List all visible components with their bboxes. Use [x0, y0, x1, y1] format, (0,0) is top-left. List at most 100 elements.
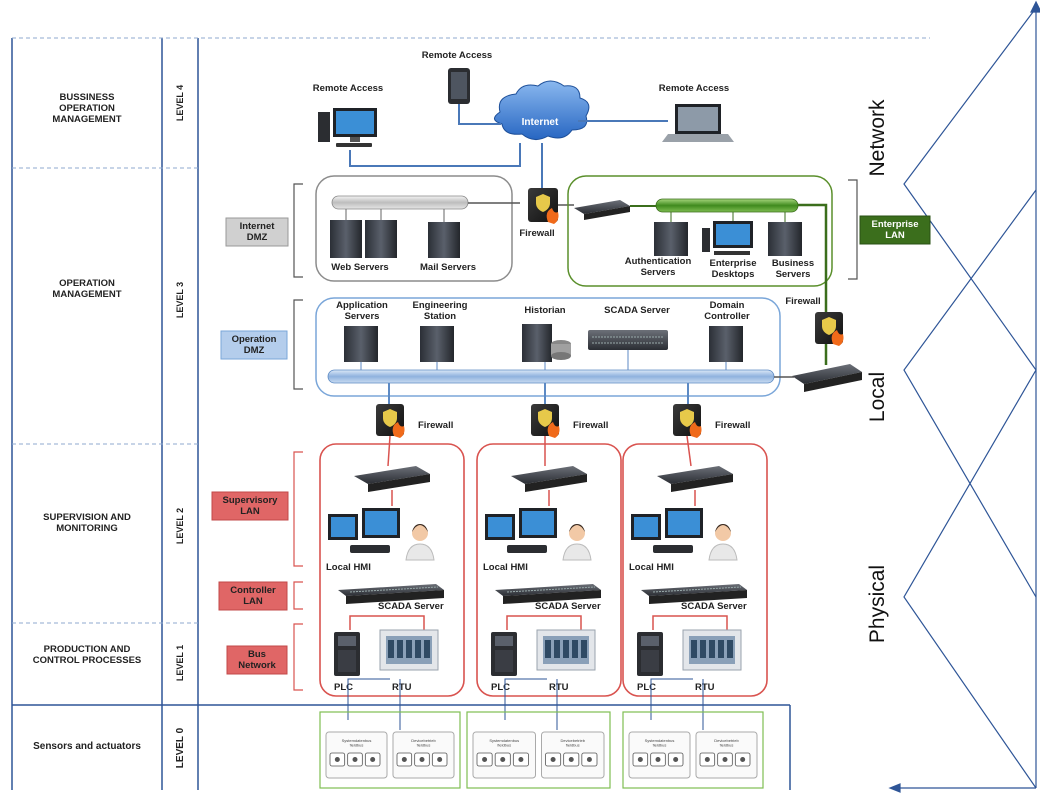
- rtu-label: RTU: [549, 682, 569, 693]
- enterprise-to-firewall-link: [798, 203, 828, 318]
- scada-server-label: SCADA Server: [681, 601, 747, 612]
- side-label-network: Network: [866, 99, 889, 177]
- local-hmi-label: Local HMI: [629, 562, 674, 573]
- web-servers-icon: [330, 209, 397, 258]
- internet-dmz-zone: [315, 175, 513, 282]
- scada-server-label: SCADA Server: [535, 601, 601, 612]
- internet-dmz-bus: [331, 195, 469, 210]
- remote-access-top-label: Remote Access: [422, 50, 492, 61]
- plc-label: PLC: [334, 682, 353, 693]
- internet-cloud: Internet: [494, 80, 590, 140]
- level-grid: [11, 37, 930, 790]
- web-servers-label: Web Servers: [331, 262, 388, 273]
- side-label-local: Local: [866, 372, 889, 422]
- desktop-pc-icon: [318, 112, 330, 142]
- hmi-workstation-icon: [631, 508, 738, 561]
- operation-core-switch-icon: [792, 364, 862, 392]
- remote-access-top-group: Remote Access: [422, 50, 492, 104]
- scada-server-icon: [338, 584, 444, 604]
- enterprise-lan-bracket: [848, 179, 858, 280]
- level-1-label: LEVEL 1: [175, 645, 185, 681]
- scada-server-label: SCADA Server: [378, 601, 444, 612]
- historian-icon: [522, 324, 571, 370]
- rtu-label: RTU: [392, 682, 412, 693]
- firewall-right-label: Firewall: [785, 296, 820, 307]
- level-2-label: LEVEL 2: [175, 508, 185, 544]
- scada-server-top-icon: [588, 330, 668, 370]
- cell-zone: [622, 443, 768, 697]
- enterprise-bus: [655, 198, 799, 213]
- hmi-workstation-icon: [328, 508, 435, 561]
- firewall-top-label: Firewall: [519, 228, 554, 239]
- firewall-label: Firewall: [573, 420, 608, 431]
- mail-servers-icon: [428, 209, 460, 258]
- plc-label: PLC: [491, 682, 510, 693]
- internet-label: Internet: [522, 117, 559, 128]
- domain-controller-icon: [709, 326, 743, 370]
- bus-to-firewalls: [388, 383, 689, 404]
- firewall-icon: [531, 404, 560, 438]
- firewall-top-icon: [528, 188, 559, 224]
- operation-dmz-bracket: [293, 299, 303, 390]
- plc-icon: [637, 632, 663, 676]
- purdue-zigzag-arrow: [888, 0, 1040, 793]
- level-4-label: LEVEL 4: [175, 85, 185, 121]
- remote-access-left-group: Remote Access: [313, 83, 383, 147]
- controller-lan-bracket: [293, 581, 303, 610]
- plc-icon: [334, 632, 360, 676]
- supervisory-lan-bracket: [293, 451, 303, 567]
- business-servers-icon: [768, 212, 802, 256]
- supervisory-switch-icon: [511, 466, 587, 492]
- application-servers-icon: [344, 326, 378, 370]
- plc-icon: [491, 632, 517, 676]
- local-hmi-label: Local HMI: [483, 562, 528, 573]
- hmi-workstation-icon: [485, 508, 592, 561]
- operation-dmz-bus: [327, 369, 775, 384]
- firewall-label: Firewall: [418, 420, 453, 431]
- rtu-label: RTU: [695, 682, 715, 693]
- firewall-right-icon: [815, 312, 844, 346]
- remote-access-right-group: Remote Access: [659, 83, 734, 142]
- scada-server-top-label: SCADA Server: [604, 305, 670, 316]
- enterprise-switch-icon: [574, 200, 630, 220]
- level-3-label: LEVEL 3: [175, 282, 185, 318]
- enterprise-desktop-icon: [702, 212, 753, 255]
- side-label-physical: Physical: [866, 565, 889, 643]
- rtu-icon: [536, 629, 596, 671]
